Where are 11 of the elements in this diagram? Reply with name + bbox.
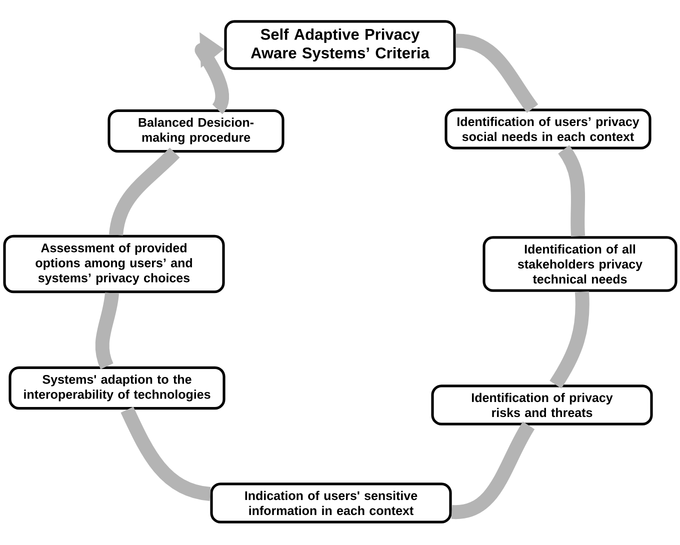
process-box: Assessment of provided options among users’ and systems’ privacy choices <box>3 234 225 294</box>
process-box: Identification of users’ privacy social needs in each context <box>444 108 652 150</box>
process-box: Systems' adaption to the interoperability of technologies <box>8 366 226 410</box>
process-box: Identification of privacy risks and threats <box>431 384 653 426</box>
process-box: Identification of all stakeholders privacy technical needs <box>482 236 678 292</box>
cycle-band <box>558 145 586 236</box>
process-box: Balanced Desicion-making procedure <box>108 109 284 153</box>
process-box: Indication of users' sensitive information in each context <box>210 482 452 524</box>
cycle-band <box>95 292 119 369</box>
title-box: Self Adaptive Privacy Aware Systems’ Criteria <box>224 20 456 70</box>
cycle-band <box>550 292 590 388</box>
